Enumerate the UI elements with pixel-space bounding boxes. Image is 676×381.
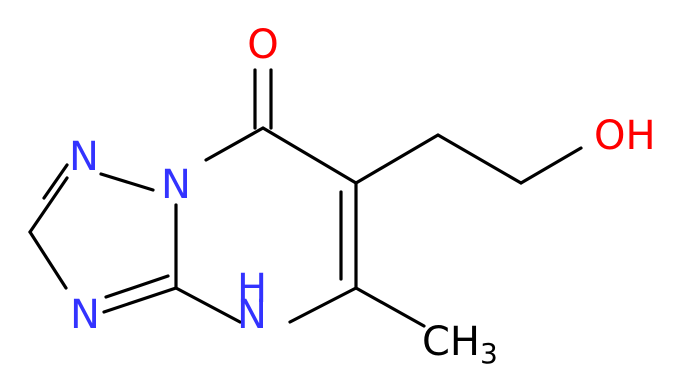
atom-carbonyl-oxygen: O [247, 22, 278, 68]
atom-nitrogen-bridge: N [161, 162, 191, 208]
atom-nh-hydrogen: H [237, 266, 267, 312]
atom-hydroxyl: OH [594, 113, 656, 159]
atom-nitrogen-bottom: N [70, 292, 100, 338]
bond-methyl [354, 286, 426, 328]
methyl-subscript: 3 [480, 337, 498, 370]
atom-nh-nitrogen: N [237, 292, 267, 338]
atom-nitrogen-top: N [69, 134, 99, 180]
hydroxyethyl-bonds [354, 133, 583, 185]
pyrimidine-ring-bonds [174, 126, 358, 324]
triazole-ring-bonds [28, 163, 178, 314]
bond-carbonyl [253, 68, 273, 130]
atom-methyl: CH3 [422, 319, 498, 370]
